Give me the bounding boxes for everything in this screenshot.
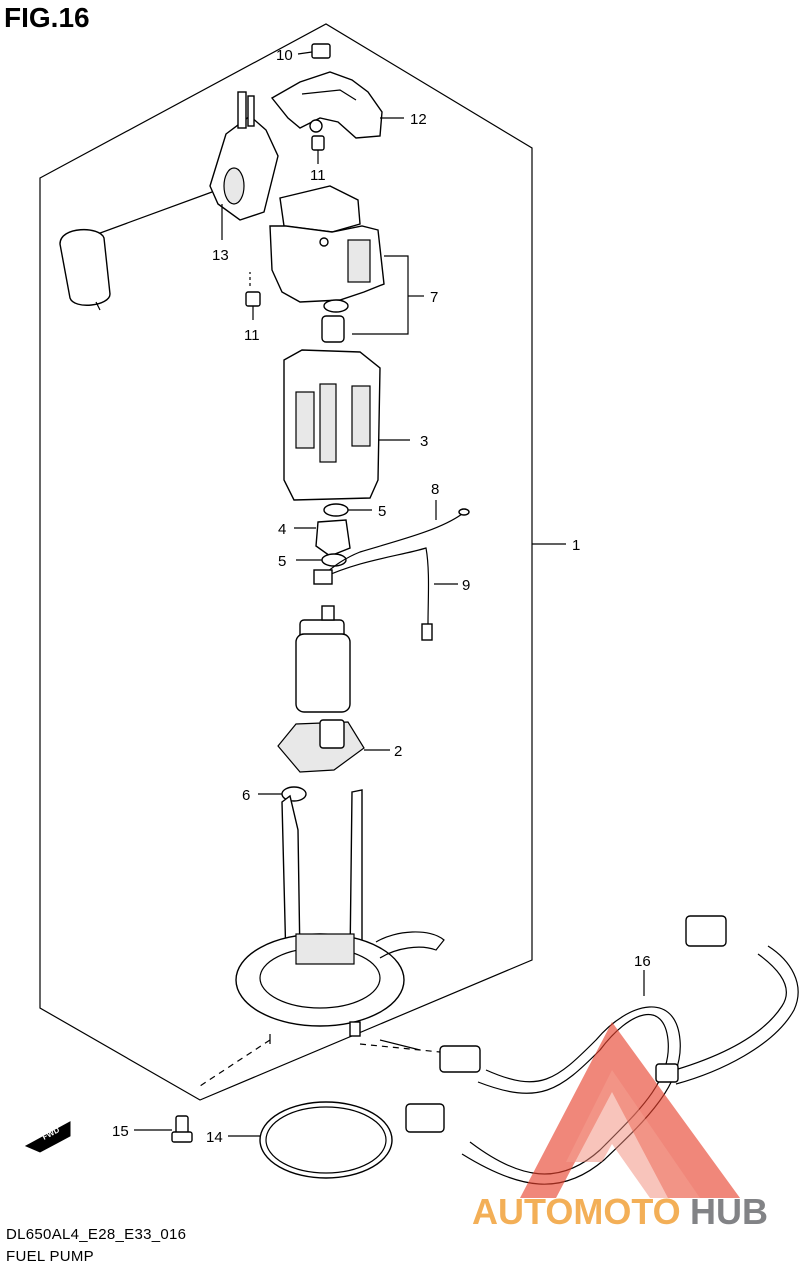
part-12-bracket <box>270 71 404 139</box>
assembly-dashed-line <box>199 1039 441 1087</box>
callout-16: 16 <box>634 953 651 970</box>
part-8-lead-wire <box>321 500 470 577</box>
fwd-direction-badge: FWD <box>24 1121 71 1153</box>
watermark-text-2: HUB <box>690 1191 768 1232</box>
callout-6: 6 <box>242 787 250 804</box>
part-13-fuel-level-sender <box>59 91 279 311</box>
callout-8: 8 <box>431 481 439 498</box>
part-6-o-ring <box>258 786 307 802</box>
figure-name: FUEL PUMP <box>6 1248 94 1265</box>
figure-title: FIG.16 <box>4 2 90 33</box>
part-10-connector <box>297 43 331 59</box>
callout-4: 4 <box>278 521 286 538</box>
callout-10: 10 <box>276 47 293 64</box>
callout-12: 12 <box>410 111 427 128</box>
part-7-pump-cover <box>269 185 424 335</box>
part-3-pump-housing <box>283 315 410 501</box>
callout-3: 3 <box>420 433 428 450</box>
figure-code: DL650AL4_E28_E33_016 <box>6 1226 187 1243</box>
part-2-fuel-filter <box>277 719 390 773</box>
callout-7: 7 <box>430 289 438 306</box>
callout-13: 13 <box>212 247 229 264</box>
assembly-boundary <box>39 23 533 1101</box>
watermark-text-1: AUTOMOTO <box>472 1191 681 1232</box>
callout-1: 1 <box>572 537 580 554</box>
part-15-bolt <box>134 1115 193 1143</box>
part-14-gasket <box>228 1101 393 1179</box>
part-11-bolt-lower <box>245 272 261 320</box>
fuel-pump-motor <box>295 605 351 713</box>
callout-2: 2 <box>394 743 402 760</box>
part-9-harness <box>313 547 458 641</box>
callout-11-lower: 11 <box>244 327 260 344</box>
pump-bracket-base <box>235 789 445 1051</box>
automotohub-watermark: AUTOMOTO HUB <box>472 1022 768 1232</box>
part-5-o-ring-upper <box>323 503 372 517</box>
part-11-bolt-upper <box>311 135 325 164</box>
callout-14: 14 <box>206 1129 223 1146</box>
callout-5-upper: 5 <box>378 503 386 520</box>
callout-9: 9 <box>462 577 470 594</box>
part-16-fuel-hose <box>405 915 799 1185</box>
callout-5-lower: 5 <box>278 553 286 570</box>
part-4-pressure-regulator <box>294 519 351 557</box>
callout-15: 15 <box>112 1123 129 1140</box>
callout-11-upper: 11 <box>310 167 326 184</box>
